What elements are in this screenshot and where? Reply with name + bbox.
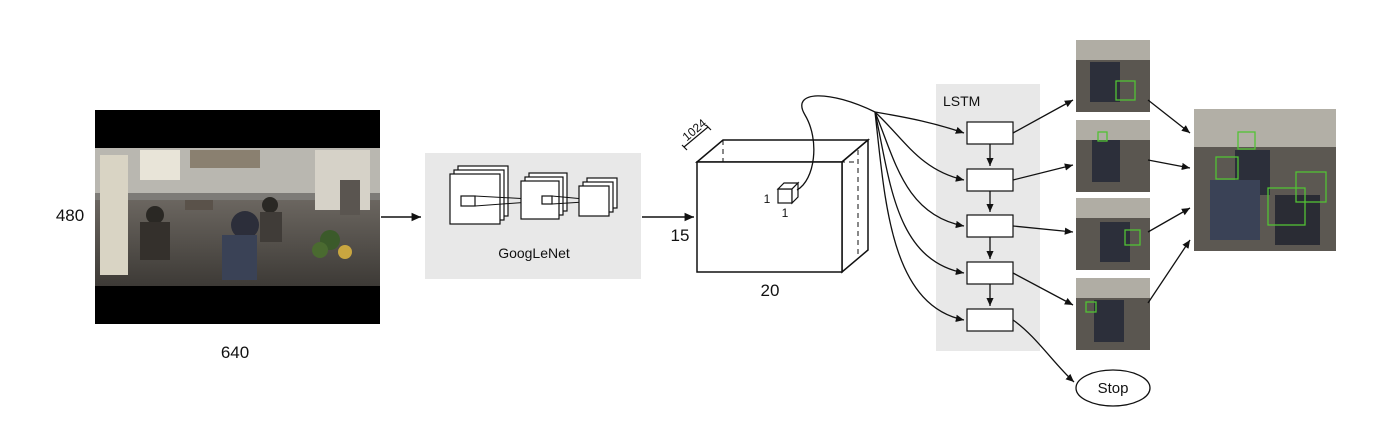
lstm-to-output-arrows — [1012, 99, 1075, 383]
feature-to-lstm-arrows — [874, 111, 965, 322]
input-width-label: 640 — [221, 343, 249, 362]
cell-height-label: 1 — [764, 192, 771, 206]
grid-height-label: 15 — [671, 226, 690, 245]
depth-label: 1024 — [680, 116, 710, 144]
feature-vector-curve — [796, 95, 876, 191]
lstm-cell — [966, 214, 1014, 238]
step-output-frame — [1076, 120, 1150, 192]
detection-box — [1295, 171, 1327, 203]
lstm-cells — [966, 121, 1014, 332]
detection-box — [1237, 131, 1256, 150]
detection-box — [1097, 131, 1108, 142]
lstm-cell — [966, 308, 1014, 332]
step-output-frame — [1076, 278, 1150, 350]
lstm-label: LSTM — [943, 93, 980, 109]
stop-label: Stop — [1098, 380, 1129, 397]
feature-grid-cuboid — [681, 124, 871, 274]
detection-box — [1085, 301, 1097, 313]
stop-node — [1075, 369, 1151, 407]
googlenet-label: GoogLeNet — [498, 245, 570, 261]
googlenet-block — [425, 153, 641, 279]
detection-box — [1267, 187, 1306, 226]
final-detections-image — [1194, 109, 1336, 251]
detection-box — [1115, 80, 1136, 101]
lstm-cell — [966, 121, 1014, 145]
lstm-cell — [966, 168, 1014, 192]
input-height-label: 480 — [56, 206, 84, 225]
lstm-cell — [966, 261, 1014, 285]
detection-box — [1215, 156, 1239, 180]
merge-arrows — [1147, 99, 1191, 304]
step-output-frame — [1076, 40, 1150, 112]
grid-width-label: 20 — [761, 281, 780, 300]
cell-width-label: 1 — [782, 206, 789, 220]
step-output-frame — [1076, 198, 1150, 270]
input-image — [95, 110, 380, 324]
detection-box — [1124, 229, 1141, 246]
